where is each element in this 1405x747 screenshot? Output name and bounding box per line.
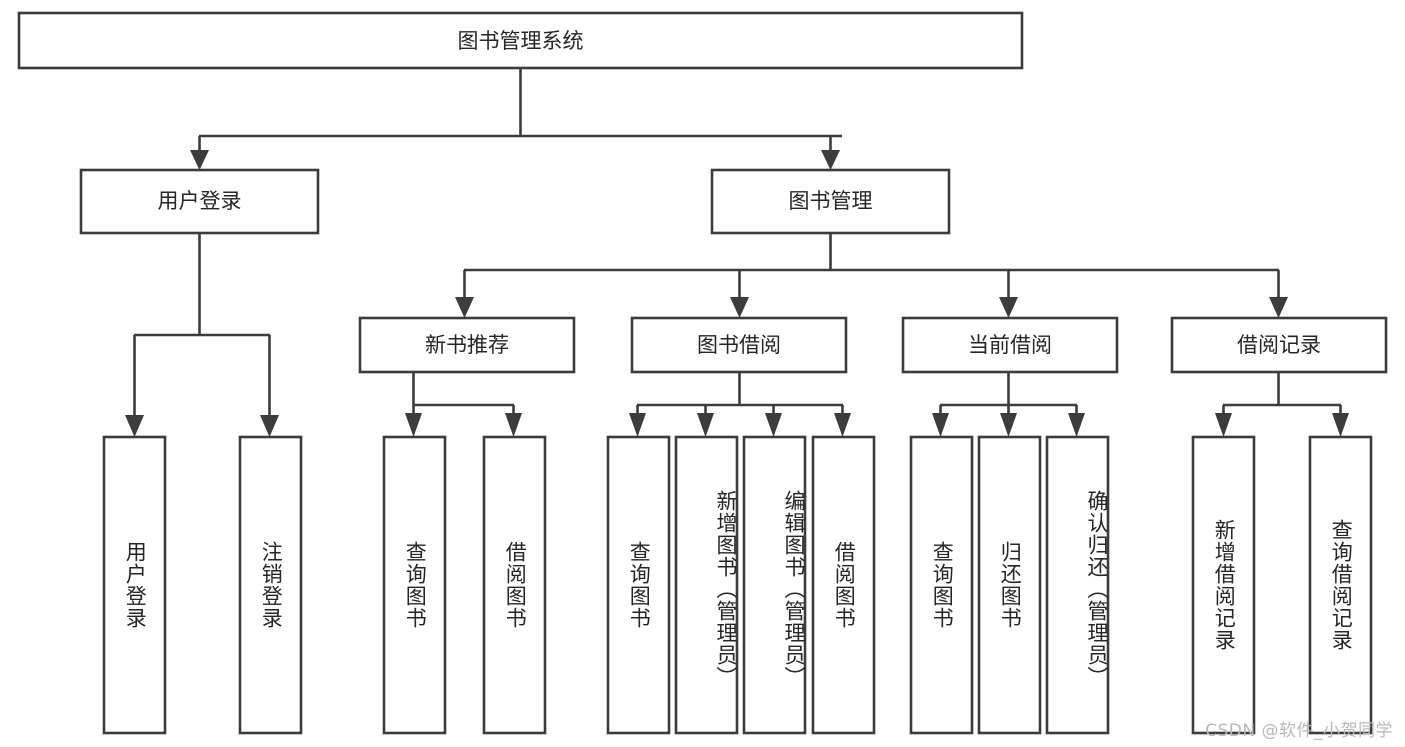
leaf-box-br-query-record[interactable] — [1308, 435, 1373, 735]
arrow-book-mgmt — [821, 150, 840, 170]
node-book-management-label: 图书管理 — [789, 189, 873, 213]
arrow-ul-leaf1 — [125, 415, 144, 437]
leaf-box-cb-confirm-return[interactable] — [1045, 435, 1110, 735]
leaf-box-bb-add-book[interactable] — [674, 435, 739, 735]
leaf-box-bb-borrow-book[interactable] — [811, 435, 876, 735]
node-book-borrow-box[interactable] — [630, 316, 848, 374]
arrow-book-borrow — [730, 297, 749, 318]
node-root-label: 图书管理系统 — [458, 29, 584, 53]
node-user-login-label: 用户登录 — [158, 189, 242, 213]
arrow-bb-leaf4 — [834, 413, 851, 437]
leaf-box-bb-edit-book[interactable] — [742, 435, 807, 735]
node-current-borrow-label: 当前借阅 — [968, 333, 1052, 357]
arrow-bb-leaf1 — [629, 413, 646, 437]
arrow-nb-leaf2 — [505, 413, 522, 437]
node-root[interactable]: 图书管理系统 — [17, 11, 1024, 70]
csdn-watermark: CSDN @软件_小贺同学 — [1205, 721, 1393, 741]
arrow-bb-leaf3 — [765, 413, 782, 437]
node-new-book-recommend-label: 新书推荐 — [425, 333, 509, 357]
arrow-user-login — [190, 150, 209, 170]
leaf-box-cb-return-book[interactable] — [977, 435, 1042, 735]
node-book-borrow[interactable]: 图书借阅 — [630, 316, 848, 374]
leaf-box-logout[interactable] — [238, 435, 303, 735]
leaf-box-bb-query-book[interactable] — [606, 435, 671, 735]
node-borrow-record-label: 借阅记录 — [1237, 333, 1321, 357]
node-root-box[interactable] — [17, 11, 1024, 70]
arrow-br-leaf2 — [1332, 413, 1349, 437]
node-book-management[interactable]: 图书管理 — [710, 168, 951, 235]
leaf-box-nb-borrow-book[interactable] — [482, 435, 547, 735]
arrow-cb-leaf1 — [932, 413, 949, 437]
leaf-box-user-login[interactable] — [102, 435, 167, 735]
arrow-nb-leaf1 — [405, 413, 422, 437]
arrow-current-borrow — [999, 297, 1018, 318]
node-user-login[interactable]: 用户登录 — [79, 168, 320, 235]
node-user-login-box[interactable] — [79, 168, 320, 235]
node-borrow-record[interactable]: 借阅记录 — [1170, 316, 1388, 374]
arrow-bb-leaf2 — [697, 413, 714, 437]
arrow-cb-leaf3 — [1068, 413, 1085, 437]
node-book-management-box[interactable] — [710, 168, 951, 235]
leaf-box-cb-query-book[interactable] — [909, 435, 974, 735]
node-new-book-recommend-box[interactable] — [358, 316, 576, 374]
leaf-box-nb-query-book[interactable] — [382, 435, 447, 735]
node-book-borrow-label: 图书借阅 — [697, 333, 781, 357]
arrow-cb-leaf2 — [1000, 413, 1017, 437]
node-current-borrow-box[interactable] — [901, 316, 1119, 374]
connector-layer — [125, 68, 1349, 437]
arrow-new-book — [455, 297, 474, 318]
node-borrow-record-box[interactable] — [1170, 316, 1388, 374]
node-new-book-recommend[interactable]: 新书推荐 — [358, 316, 576, 374]
leaf-box-br-add-record[interactable] — [1191, 435, 1256, 735]
arrow-br-leaf1 — [1215, 413, 1232, 437]
arrow-ul-leaf2 — [260, 415, 279, 437]
node-current-borrow[interactable]: 当前借阅 — [901, 316, 1119, 374]
arrow-borrow-record — [1269, 297, 1288, 318]
